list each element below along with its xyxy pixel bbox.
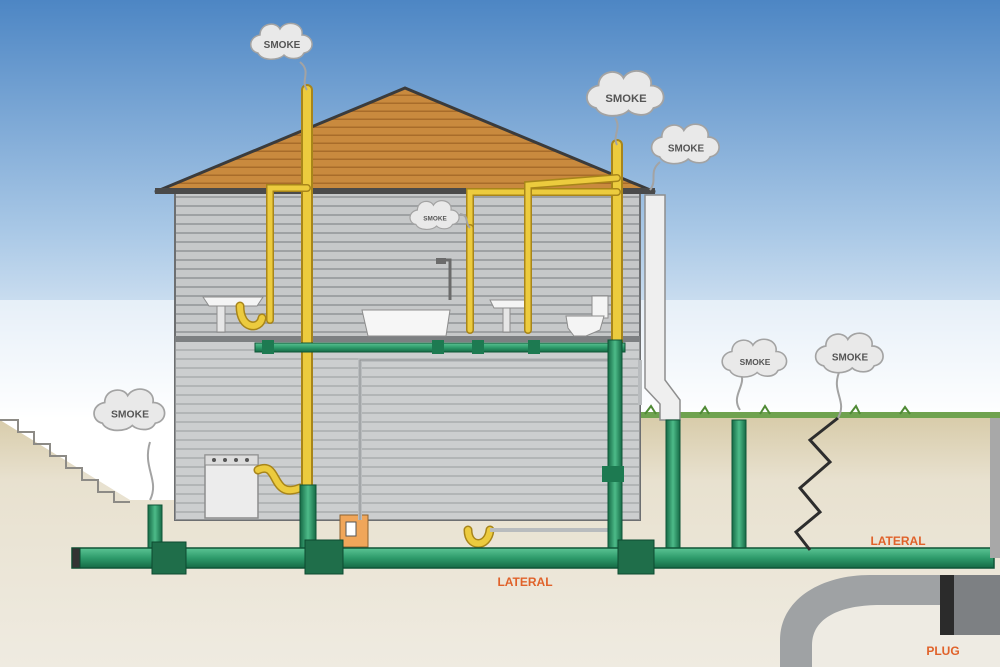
smoke-label: SMOKE [668,143,705,154]
street-edge [990,418,1000,558]
smoke-label: SMOKE [111,409,149,420]
smoke-label: SMOKE [740,357,771,367]
water-heater [205,455,258,518]
lateral-pipe [72,548,994,568]
lateral-label-yard: LATERAL [870,534,925,548]
lateral-label-main: LATERAL [497,575,552,589]
smoke-label: SMOKE [264,40,301,51]
smoke-label: SMOKE [605,93,647,105]
floor-divider [175,336,640,342]
grass-strip [640,412,1000,418]
smoke-label: SMOKE [423,215,447,222]
sump-pump [340,515,368,547]
smoke-label: SMOKE [832,352,869,363]
sewer-main [780,575,1000,667]
plug-label: PLUG [926,644,959,658]
